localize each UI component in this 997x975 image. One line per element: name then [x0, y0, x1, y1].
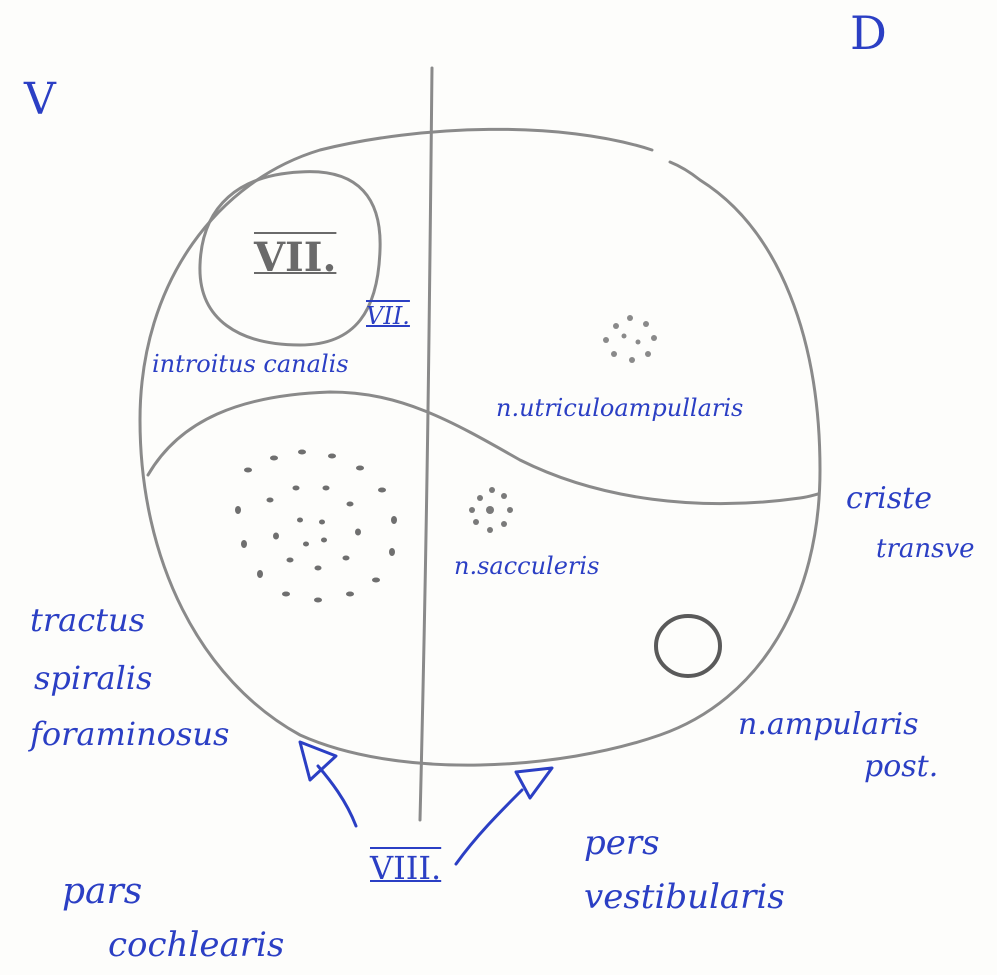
- utriculoampullaris-dots: [603, 315, 657, 363]
- tractus-spiralis-dots: [235, 450, 397, 603]
- label-pars-cochlearis-2: cochlearis: [108, 928, 284, 962]
- meatus-outline: [140, 129, 820, 765]
- vestibular-arrow-shaft: [456, 790, 522, 864]
- vestibular-arrow-head: [516, 768, 552, 798]
- label-n-ampularis: n.ampularis: [738, 710, 919, 740]
- label-pars-vestibularis-1: pers: [584, 826, 660, 860]
- facial-nerve-roman-pencil: VII.: [254, 238, 336, 278]
- sacculus-dots: [469, 487, 513, 533]
- label-n-sacculeris: n.sacculeris: [454, 554, 599, 578]
- label-pars-cochlearis-1: pars: [62, 874, 142, 910]
- label-nerve-viii: VIII.: [370, 852, 441, 884]
- label-n-utriculoampullaris: n.utriculoampullaris: [496, 396, 743, 420]
- dorsal-letter: D: [850, 10, 887, 56]
- label-crista-1: criste: [846, 484, 932, 514]
- label-crista-2: transve: [876, 536, 975, 562]
- ampullaris-posterior-ring: [656, 616, 720, 676]
- ventral-letter: V: [24, 78, 56, 122]
- label-tractus-1: tractus: [30, 604, 145, 636]
- vertical-division-line: [420, 68, 432, 820]
- label-facial-nerve: VII.: [366, 304, 410, 328]
- label-tractus-2: spiralis: [34, 662, 152, 694]
- cochlear-arrow-shaft: [318, 766, 356, 826]
- label-ampularis-post: post.: [864, 752, 938, 782]
- label-introitus-canalis: introitus canalis: [152, 352, 349, 376]
- label-tractus-3: foraminosus: [30, 718, 229, 750]
- label-pars-vestibularis-2: vestibularis: [584, 880, 785, 914]
